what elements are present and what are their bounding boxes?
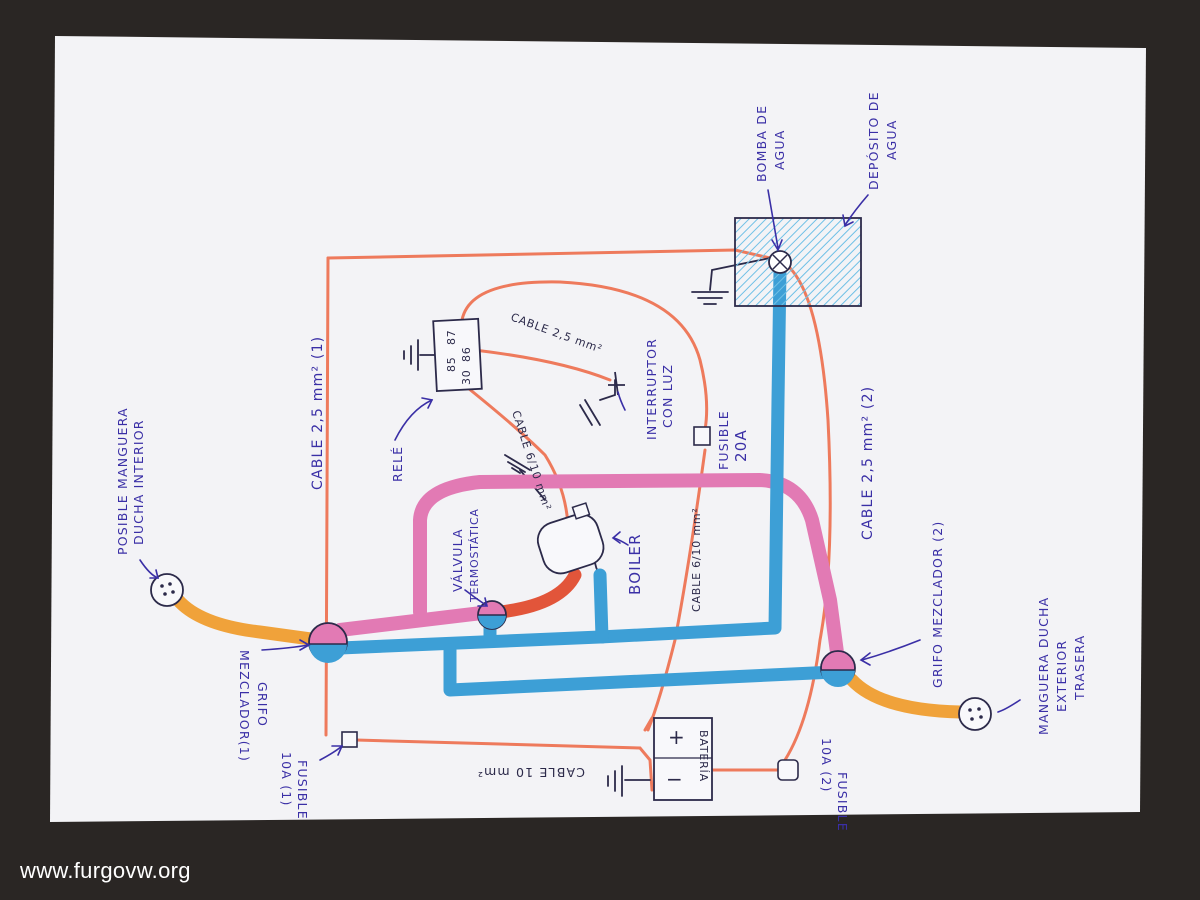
thermostatic-valve <box>477 600 507 630</box>
fuse-20a <box>693 426 711 446</box>
relay-pin-87: 87 <box>445 329 458 345</box>
relay-pin-85: 85 <box>445 356 458 372</box>
watermark: www.furgovw.org <box>20 858 191 883</box>
mixer-tap-2 <box>820 650 856 687</box>
labels: POSIBLE MANGUERA DUCHA INTERIOR CABLE 2,… <box>115 91 1087 832</box>
label-mezclador-1: MEZCLADOR(1) <box>237 650 252 762</box>
ground-symbols <box>403 257 771 797</box>
label-deposito-de-agua: DEPÓSITO DE <box>866 91 881 190</box>
switch-with-light <box>608 371 625 396</box>
label-grifo-mezclador-2: GRIFO MEZCLADOR (2) <box>930 521 945 688</box>
label-fusible-20a-value: 20A <box>732 429 750 462</box>
relay-loop-wire <box>460 280 709 432</box>
boiler <box>536 502 605 575</box>
battery-wire <box>354 738 654 792</box>
boiler-outlet-pipe <box>493 568 582 619</box>
battery-plus-wire <box>643 716 654 732</box>
battery-plus-label: + <box>668 725 686 749</box>
label-grifo-1: GRIFO <box>255 682 270 727</box>
cable-2-5-2-wire <box>783 266 832 762</box>
fuse-10a-2 <box>777 759 799 781</box>
label-boiler: BOILER <box>626 533 644 595</box>
relay-switch-wire <box>472 348 612 382</box>
interior-shower-head <box>150 573 184 607</box>
label-cable-6-10-boiler: CABLE 6/10 mm² <box>690 507 703 612</box>
relay-pin-86: 86 <box>460 346 473 362</box>
label-posible-manguera: POSIBLE MANGUERA <box>115 407 130 555</box>
label-ducha-interior: DUCHA INTERIOR <box>131 419 146 545</box>
label-bomba-de-agua: BOMBA DE <box>754 105 769 182</box>
label-con-luz: CON LUZ <box>660 364 675 428</box>
relay-pin-30: 30 <box>460 369 473 385</box>
battery-minus-label: − <box>666 767 684 791</box>
hot-water-pipes <box>333 473 845 667</box>
label-fusible-20a: FUSIBLE <box>716 410 731 470</box>
exterior-shower-head <box>958 697 992 731</box>
label-deposito-de-agua-2: AGUA <box>884 119 899 160</box>
label-fusible-10a-1: FUSIBLE <box>295 760 310 820</box>
water-tank <box>734 217 862 307</box>
label-fusible-10a-2: FUSIBLE <box>835 772 850 832</box>
label-fusible-10a-2-value: 10A (2) <box>819 738 834 793</box>
battery <box>653 717 713 801</box>
fuse-10a-1 <box>341 731 358 748</box>
label-bomba-de-agua-2: AGUA <box>772 129 787 170</box>
label-manguera-ducha: MANGUERA DUCHA <box>1036 597 1051 735</box>
label-cable-2-5-1: CABLE 2,5 mm² (1) <box>310 336 326 490</box>
label-rele: RELÉ <box>390 446 405 482</box>
label-termostatica: TERMOSTÁTICA <box>468 508 481 603</box>
label-exterior: EXTERIOR <box>1054 640 1069 712</box>
shower-hoses <box>171 593 967 719</box>
label-fusible-10a-1-value: 10A (1) <box>279 752 294 807</box>
label-cable-10: CABLE 10 mm² <box>477 765 585 780</box>
water-pump <box>768 250 792 274</box>
annotation-arrows <box>139 189 1021 761</box>
cold-water-pipes <box>333 263 842 697</box>
label-cable-2-5-2: CABLE 2,5 mm² (2) <box>860 386 876 540</box>
label-trasera: TRASERA <box>1072 635 1087 701</box>
mixer-tap-1 <box>308 622 348 663</box>
label-interruptor: INTERRUPTOR <box>644 338 659 440</box>
relay-box <box>432 317 483 393</box>
boiler-feed-wire <box>466 386 570 542</box>
cable-2-5-1-wire <box>324 256 330 737</box>
label-bateria: BATERÍA <box>697 730 710 782</box>
label-valvula: VÁLVULA <box>450 528 465 592</box>
